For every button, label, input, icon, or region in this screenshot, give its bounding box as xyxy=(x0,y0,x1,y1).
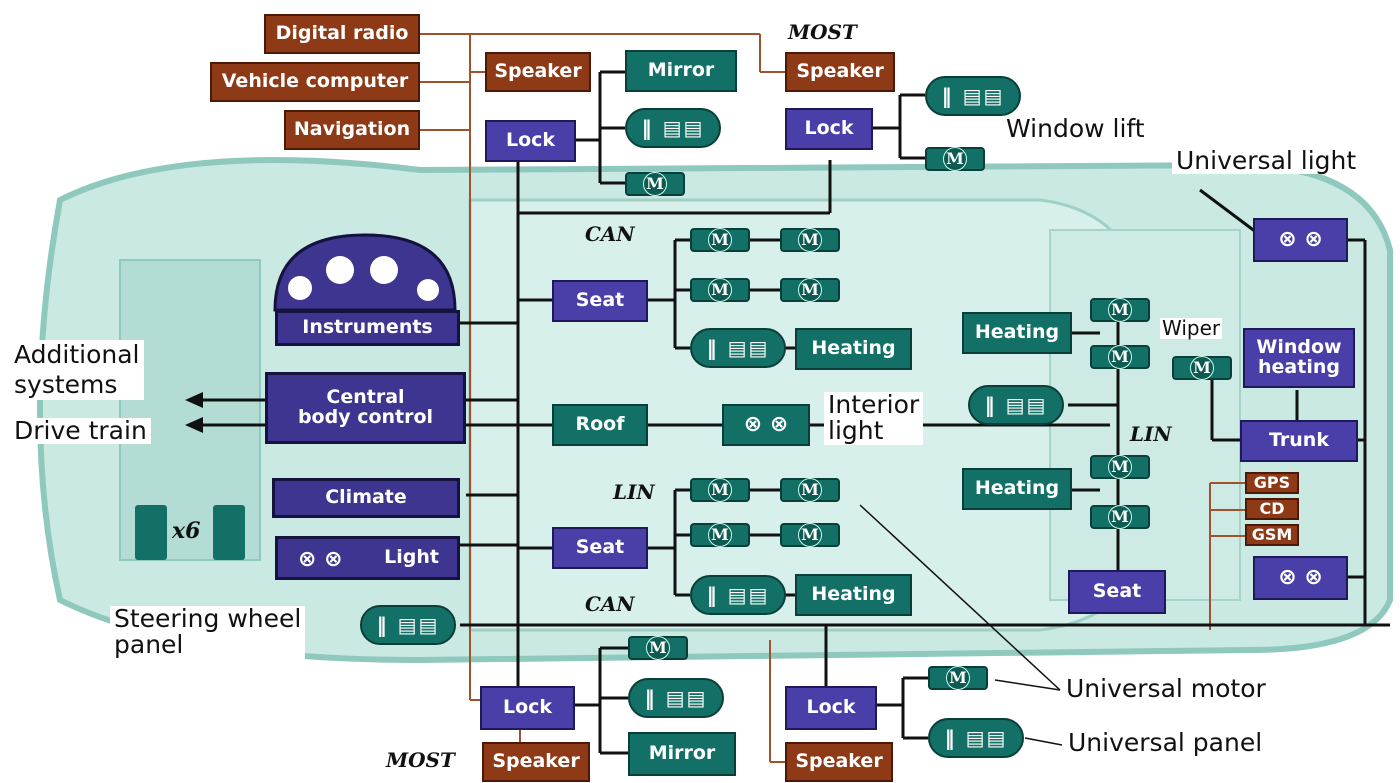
switch-panel-icon: ‖ ▤▤ xyxy=(360,605,456,645)
climate-box: Climate xyxy=(272,478,460,518)
motor-icon-label: M xyxy=(708,523,732,547)
motor-icon-label: M xyxy=(798,523,822,547)
most-bus-lines xyxy=(420,33,1245,763)
speaker-box: Speaker xyxy=(482,742,590,782)
motor-icon-label: M xyxy=(946,666,970,690)
heating-box: Heating xyxy=(962,468,1072,510)
motor-icon: M xyxy=(780,523,840,547)
steering-wheel-panel-label: Steering wheel panel xyxy=(110,605,306,659)
lock-box: Lock xyxy=(785,108,873,150)
motor-icon-label: M xyxy=(708,228,732,252)
central-body-control-box: Central body control xyxy=(265,372,466,444)
motor-icon: M xyxy=(690,523,750,547)
can-bus-label: CAN xyxy=(585,222,635,246)
wiper-label: Wiper xyxy=(1160,316,1223,340)
motor-icon-label: M xyxy=(798,478,822,502)
lock-box: Lock xyxy=(485,120,576,162)
motor-icon-label: M xyxy=(943,147,967,171)
motor-icon-label: M xyxy=(1108,455,1132,479)
navigation-box: Navigation xyxy=(284,110,420,150)
can-bus-label: CAN xyxy=(585,592,635,616)
motor-icon: M xyxy=(1172,356,1232,380)
lin-bus-label: LIN xyxy=(1130,422,1172,446)
motor-icon: M xyxy=(928,666,988,690)
motor-icon-label: M xyxy=(708,278,732,302)
motor-icon-label: M xyxy=(1190,356,1214,380)
motor-icon-label: M xyxy=(708,478,732,502)
switch-panel-icon: ‖ ▤▤ xyxy=(690,575,786,615)
drive-train-label: Drive train xyxy=(10,417,151,445)
motor-icon: M xyxy=(780,478,840,502)
seat-box: Seat xyxy=(1068,570,1166,614)
switch-panel-icon: ‖ ▤▤ xyxy=(925,76,1021,116)
motor-icon: M xyxy=(625,172,685,196)
arrows xyxy=(185,392,203,433)
motor-icon-label: M xyxy=(798,278,822,302)
switch-panel-icon: ‖ ▤▤ xyxy=(690,328,786,368)
switch-panel-icon: ‖ ▤▤ xyxy=(628,678,724,718)
speaker-box: Speaker xyxy=(785,52,895,92)
motor-icon: M xyxy=(925,147,985,171)
digital-radio-box: Digital radio xyxy=(264,14,420,54)
motor-icon-label: M xyxy=(643,172,667,196)
lamp-icon: ⊗ ⊗ xyxy=(1253,218,1348,262)
motor-icon: M xyxy=(690,478,750,502)
cooling-motor-icon xyxy=(135,505,245,560)
gps-box: GPS xyxy=(1245,472,1299,494)
vehicle-computer-box: Vehicle computer xyxy=(210,62,420,102)
switch-panel-icon: ‖ ▤▤ xyxy=(968,385,1064,425)
motor-icon-label: M xyxy=(646,636,670,660)
speaker-box: Speaker xyxy=(785,742,893,782)
heating-box: Heating xyxy=(795,574,912,616)
universal-motor-label: Universal motor xyxy=(1062,675,1270,703)
mirror-box: Mirror xyxy=(628,732,736,776)
light-label: Light xyxy=(384,546,439,569)
lin-bus-label: LIN xyxy=(613,480,655,504)
seat-box: Seat xyxy=(552,527,648,569)
lamp-icon: ⊗ ⊗ xyxy=(298,547,343,572)
motor-icon: M xyxy=(780,228,840,252)
motor-icon: M xyxy=(1090,455,1150,479)
switch-panel-icon: ‖ ▤▤ xyxy=(625,108,721,148)
heating-box: Heating xyxy=(795,328,912,370)
light-box: ⊗ ⊗ Light xyxy=(275,536,460,580)
mirror-box: Mirror xyxy=(625,50,737,92)
motor-icon: M xyxy=(690,278,750,302)
switch-panel-icon: ‖ ▤▤ xyxy=(928,718,1024,758)
speaker-box: Speaker xyxy=(485,52,591,92)
motor-icon: M xyxy=(1090,345,1150,369)
additional-systems-label: Additional systems xyxy=(10,340,144,400)
instruments-dial-dome xyxy=(273,233,457,312)
motor-icon: M xyxy=(780,278,840,302)
motor-icon: M xyxy=(1090,505,1150,529)
lock-box: Lock xyxy=(785,686,877,730)
universal-light-label: Universal light xyxy=(1172,147,1361,175)
window-lift-label: Window lift xyxy=(1002,115,1149,143)
instruments-box: Instruments xyxy=(275,310,460,346)
callout-lines xyxy=(859,504,1063,746)
most-bus-label: MOST xyxy=(386,748,455,772)
cd-box: CD xyxy=(1245,498,1299,520)
motor-icon-label: M xyxy=(1108,345,1132,369)
most-bus-label: MOST xyxy=(788,20,857,44)
motor-icon-label: M xyxy=(798,228,822,252)
x6-label: x6 xyxy=(172,518,201,544)
seat-box: Seat xyxy=(552,280,648,322)
motor-icon: M xyxy=(628,636,688,660)
roof-box: Roof xyxy=(552,404,648,446)
trunk-box: Trunk xyxy=(1240,420,1358,462)
universal-panel-label: Universal panel xyxy=(1064,729,1267,757)
motor-icon-label: M xyxy=(1108,298,1132,322)
interior-light-label: Interior light xyxy=(824,391,924,445)
lamp-icon: ⊗ ⊗ xyxy=(1253,556,1348,600)
motor-icon: M xyxy=(1090,298,1150,322)
window-heating-box: Window heating xyxy=(1243,328,1355,388)
heating-box: Heating xyxy=(962,312,1072,354)
motor-icon: M xyxy=(690,228,750,252)
lock-box: Lock xyxy=(480,686,575,730)
gsm-box: GSM xyxy=(1245,524,1299,546)
lamp-icon: ⊗ ⊗ xyxy=(722,404,810,446)
motor-icon-label: M xyxy=(1108,505,1132,529)
